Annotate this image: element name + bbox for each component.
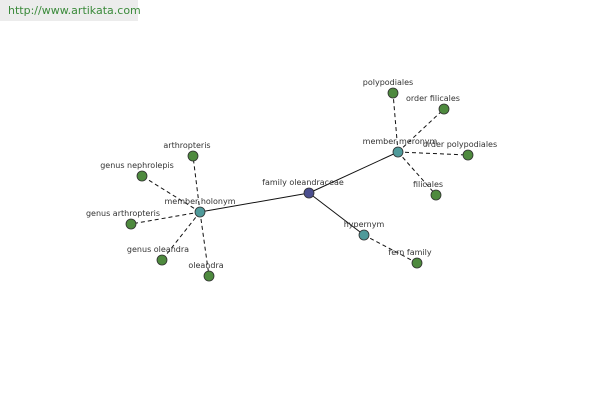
node-label-order-polypodiales: order polypodiales [423,140,497,149]
node-label-genus-oleandra: genus oleandra [127,245,189,254]
node-filicales[interactable] [430,189,442,201]
node-order-polypodiales[interactable] [462,149,474,161]
node-label-root: family oleandraceae [262,178,344,187]
node-label-fern-family: fern family [388,248,431,257]
node-genus-oleandra[interactable] [156,254,168,266]
node-label-meronym: member meronym [363,137,438,146]
node-hypernym[interactable] [358,229,370,241]
edge-meronym-order_polypodiales [397,151,469,156]
node-oleandra[interactable] [203,270,215,282]
node-holonym[interactable] [194,206,206,218]
edge-meronym-filicales [397,151,437,196]
node-label-order-filicales: order filicales [406,94,460,103]
node-label-genus-arthropteris: genus arthropteris [86,209,160,218]
edge-holonym-arthropteris [192,155,201,213]
node-genus-arthropteris[interactable] [125,218,137,230]
node-label-genus-nephrolepis: genus nephrolepis [100,161,174,170]
node-arthropteris[interactable] [187,150,199,162]
node-label-polypodiales: polypodiales [363,78,413,87]
node-root[interactable] [303,187,315,199]
edge-meronym-order_filicales [397,108,445,153]
node-order-filicales[interactable] [438,103,450,115]
labels-layer: family oleandraceae member meronym member … [86,78,497,270]
node-fern-family[interactable] [411,257,423,269]
edge-hypernym-fern_family [363,234,418,264]
node-label-holonym: member holonym [164,197,235,206]
node-genus-nephrolepis[interactable] [136,170,148,182]
node-meronym[interactable] [392,146,404,158]
edge-holonym-genus_oleandra [161,211,201,261]
nodes-layer [125,87,474,282]
node-label-arthropteris: arthropteris [163,141,210,150]
edges-layer [130,92,469,277]
node-label-filicales: filicales [413,180,443,189]
watermark-url[interactable]: http://www.artikata.com [0,0,141,21]
edge-holonym-oleandra [199,211,210,277]
edge-root-holonym [199,192,310,213]
node-label-oleandra: oleandra [188,261,223,270]
edge-holonym-genus_arthropteris [130,211,201,225]
edge-holonym-genus_nephrolepis [141,175,201,213]
edge-root-hypernym [308,192,365,236]
node-polypodiales[interactable] [387,87,399,99]
edge-meronym-polypodiales [392,92,399,153]
node-label-hypernym: hypernym [344,220,385,229]
edge-root-meronym [308,151,399,194]
